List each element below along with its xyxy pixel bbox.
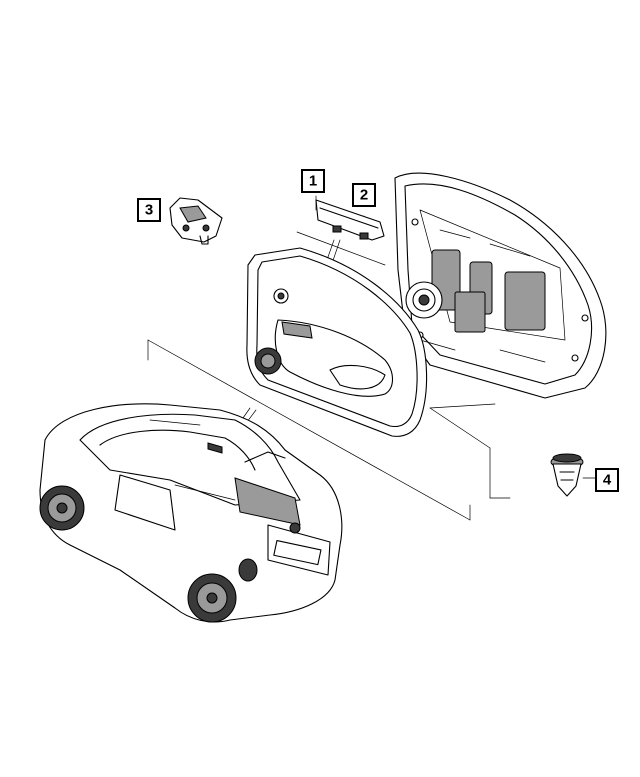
callout-2: 2: [352, 183, 376, 207]
door-inner-panel: [394, 172, 607, 399]
callout-box-4: [595, 468, 619, 492]
callout-label-4: 4: [603, 472, 612, 489]
callout-4: 4: [595, 468, 619, 492]
callout-1: 1: [301, 169, 325, 193]
car-illustration: [39, 403, 343, 623]
callout-box-1: [301, 169, 325, 193]
callout-box-2: [352, 183, 376, 207]
callout-box-3: [137, 198, 161, 222]
callout-label-3: 3: [145, 202, 153, 219]
handle-trim-cover: [315, 199, 385, 241]
push-pin-fastener: [550, 453, 584, 497]
callout-label-1: 1: [309, 173, 317, 190]
callout-3: 3: [137, 198, 161, 222]
door-trim-panel: [246, 247, 428, 437]
bracket: [169, 197, 223, 245]
callout-label-2: 2: [360, 187, 368, 204]
